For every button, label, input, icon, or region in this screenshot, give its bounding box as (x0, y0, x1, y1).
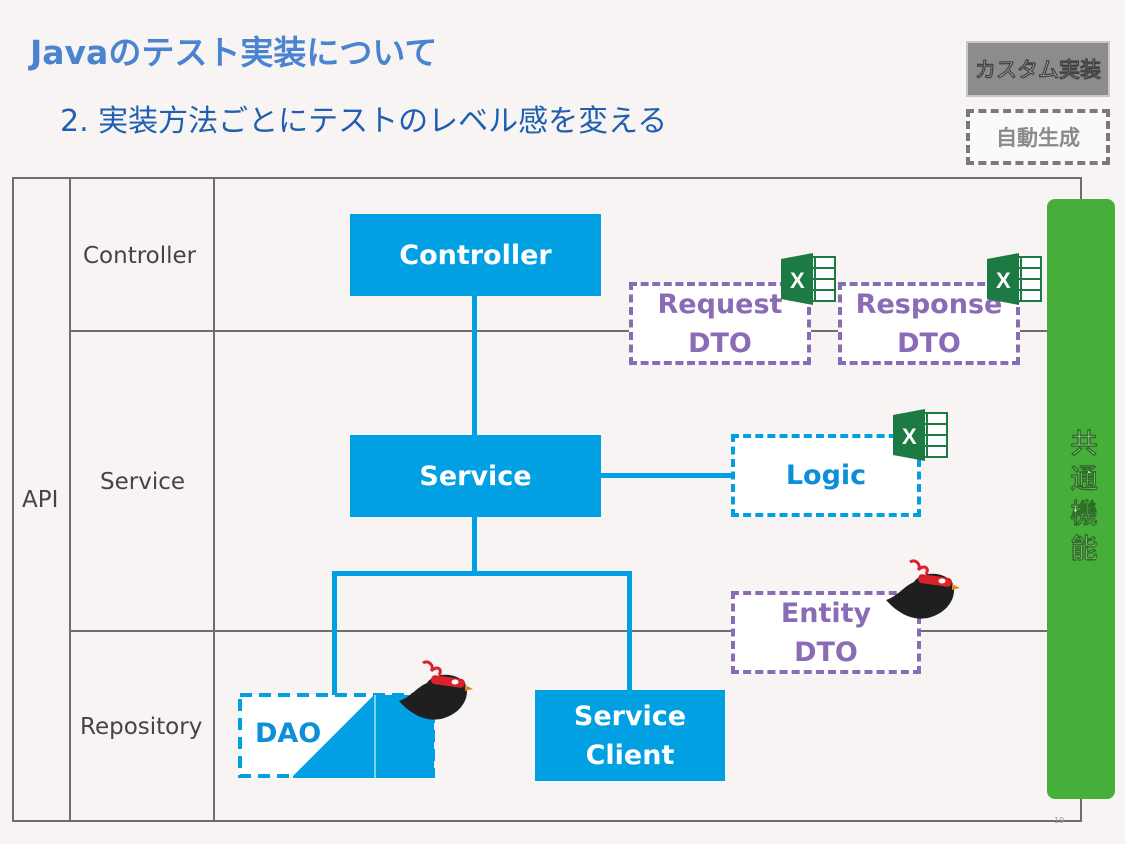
service-box: Service (350, 435, 601, 517)
ninja-bird-icon (886, 559, 960, 619)
svg-text:X: X (902, 424, 917, 449)
service-client-line2: Client (585, 739, 675, 771)
entity-dto-line2: DTO (794, 636, 858, 668)
entity-dto-line1: Entity (780, 597, 872, 629)
excel-icon: X (987, 253, 1042, 305)
excel-icon: X (781, 253, 836, 305)
excel-icon: X (893, 409, 948, 461)
service-client-box: Service Client (535, 690, 725, 781)
dao-connector (332, 571, 337, 695)
controller-box: Controller (350, 214, 601, 296)
repository-branch-connector (332, 571, 632, 576)
common-functions-bar: 共通機能 (1047, 199, 1115, 799)
page-subtitle: 2. 実装方法ごとにテストのレベル感を変える (60, 104, 668, 139)
page-title: Javaのテスト実装について (30, 33, 438, 72)
layer-label-api: API (22, 487, 59, 513)
api-column-divider (69, 177, 71, 822)
dao-label: DAO (255, 718, 322, 749)
dao-box: DAO (238, 693, 435, 778)
legend-custom-implementation: カスタム実装 (966, 41, 1110, 97)
svg-text:X: X (790, 268, 805, 293)
service-client-line1: Service (573, 700, 687, 732)
svg-text:X: X (996, 268, 1011, 293)
dao-shape (238, 693, 435, 778)
layer-label-service: Service (100, 469, 186, 495)
request-dto-line1: Request (657, 288, 783, 320)
response-dto-line2: DTO (897, 327, 961, 359)
service-down-connector (472, 516, 477, 573)
service-logic-connector (600, 473, 732, 478)
controller-service-divider (69, 330, 1049, 332)
page-number: 19 (1054, 816, 1065, 825)
layer-label-controller: Controller (83, 243, 197, 269)
service-client-connector (627, 571, 632, 691)
layer-label-repository: Repository (80, 714, 203, 740)
service-repository-divider (69, 630, 1049, 632)
request-dto-line2: DTO (688, 327, 752, 359)
request-dto-box: Request DTO (629, 282, 811, 365)
logic-box: Logic (731, 434, 921, 517)
ninja-bird-icon (399, 660, 473, 720)
entity-dto-box: Entity DTO (731, 591, 921, 674)
controller-service-connector (472, 295, 477, 437)
legend-auto-generated: 自動生成 (966, 109, 1110, 165)
layer-column-divider (213, 177, 215, 822)
response-dto-box: Response DTO (838, 282, 1020, 365)
response-dto-line1: Response (855, 288, 1003, 320)
